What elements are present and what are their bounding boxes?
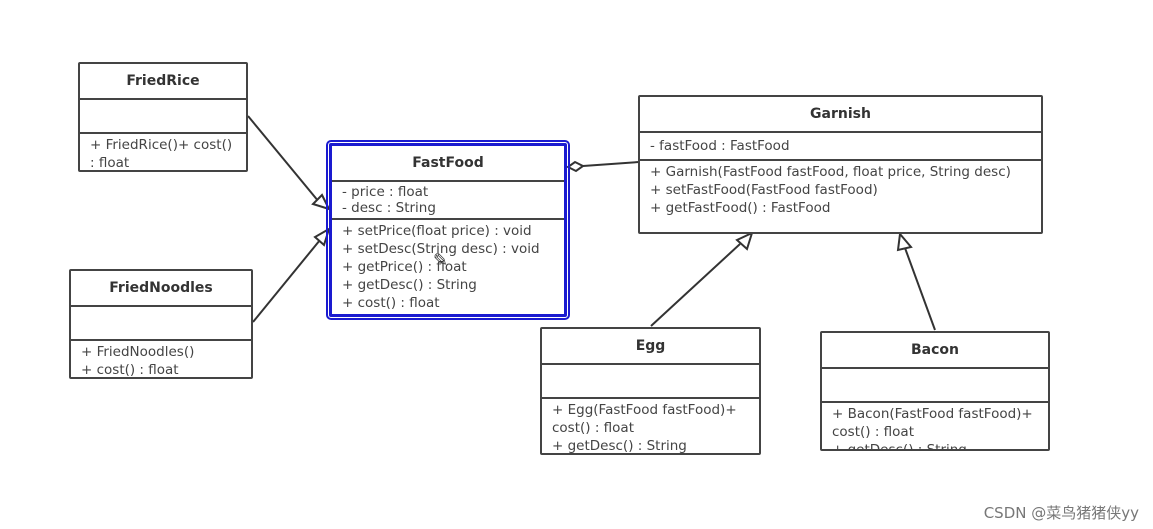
class-name: Egg [542, 329, 759, 365]
operation: + setFastFood(FastFood fastFood) [650, 182, 878, 198]
class-friedrice[interactable]: FriedRice + FriedRice()+ cost() : float [78, 62, 248, 172]
operation: + Egg(FastFood fastFood)+ [552, 402, 737, 418]
class-friednoodles[interactable]: FriedNoodles + FriedNoodles() + cost() :… [69, 269, 253, 379]
operation: + Bacon(FastFood fastFood)+ [832, 406, 1033, 422]
operations-section: + setPrice(float price) : void + setDesc… [332, 218, 564, 314]
generalization-arrowhead [311, 193, 331, 211]
generalization-arrowhead [896, 231, 913, 252]
pen-cursor-icon: ✎ [433, 250, 449, 271]
operation: + cost() : float [81, 362, 179, 378]
attributes-section [822, 369, 1048, 401]
generalization-arrowhead [735, 231, 754, 251]
operations-section: + Garnish(FastFood fastFood, float price… [640, 159, 1041, 219]
operations-section: + FriedRice()+ cost() : float [80, 132, 246, 174]
generalization-friednoodles-fastfood [252, 239, 321, 323]
operations-section: + Bacon(FastFood fastFood)+ cost() : flo… [822, 401, 1048, 451]
class-name: Garnish [640, 97, 1041, 133]
class-name: FriedNoodles [71, 271, 251, 307]
aggregation-diamond [566, 160, 585, 173]
class-name: FastFood [332, 146, 564, 182]
generalization-friedrice-fastfood [247, 115, 320, 203]
operation: + Garnish(FastFood fastFood, float price… [650, 164, 1011, 180]
operation: + cost() : float [342, 295, 440, 311]
operation: cost() : float [832, 424, 915, 440]
class-egg[interactable]: Egg + Egg(FastFood fastFood)+ cost() : f… [540, 327, 761, 455]
aggregation-garnish-fastfood [582, 161, 640, 167]
class-garnish[interactable]: Garnish - fastFood : FastFood + Garnish(… [638, 95, 1043, 234]
class-name: Bacon [822, 333, 1048, 369]
operation: + getDesc() : String [342, 277, 477, 293]
generalization-arrowhead [313, 226, 331, 247]
operation: + setPrice(float price) : void [342, 223, 532, 239]
operation: + getDesc() : String [832, 442, 967, 451]
class-fastfood[interactable]: FastFood - price : float - desc : String… [326, 140, 570, 320]
attributes-section: - fastFood : FastFood [640, 133, 1041, 159]
attribute: - price : float [342, 184, 429, 200]
class-bacon[interactable]: Bacon + Bacon(FastFood fastFood)+ cost()… [820, 331, 1050, 451]
attributes-section: - price : float - desc : String [332, 182, 564, 218]
attributes-section [80, 100, 246, 132]
attributes-section [542, 365, 759, 397]
operation: + getDesc() : String [552, 438, 687, 454]
operation: + getFastFood() : FastFood [650, 200, 831, 216]
attributes-section [71, 307, 251, 339]
generalization-bacon-garnish [904, 247, 936, 331]
generalization-egg-garnish [650, 243, 741, 327]
attribute: - desc : String [342, 200, 436, 216]
operation: + setDesc(String desc) : void [342, 241, 540, 257]
class-name: FriedRice [80, 64, 246, 100]
watermark: CSDN @菜鸟猪猪侠yy [983, 504, 1139, 522]
operation: cost() : float [552, 420, 635, 436]
operation: + getPrice() : float [342, 259, 467, 275]
operation: + FriedRice()+ cost() [90, 137, 233, 153]
operation: + FriedNoodles() [81, 344, 195, 360]
operation: : float [90, 155, 130, 171]
attribute: - fastFood : FastFood [650, 138, 790, 154]
operations-section: + Egg(FastFood fastFood)+ cost() : float… [542, 397, 759, 457]
operations-section: + FriedNoodles() + cost() : float [71, 339, 251, 381]
